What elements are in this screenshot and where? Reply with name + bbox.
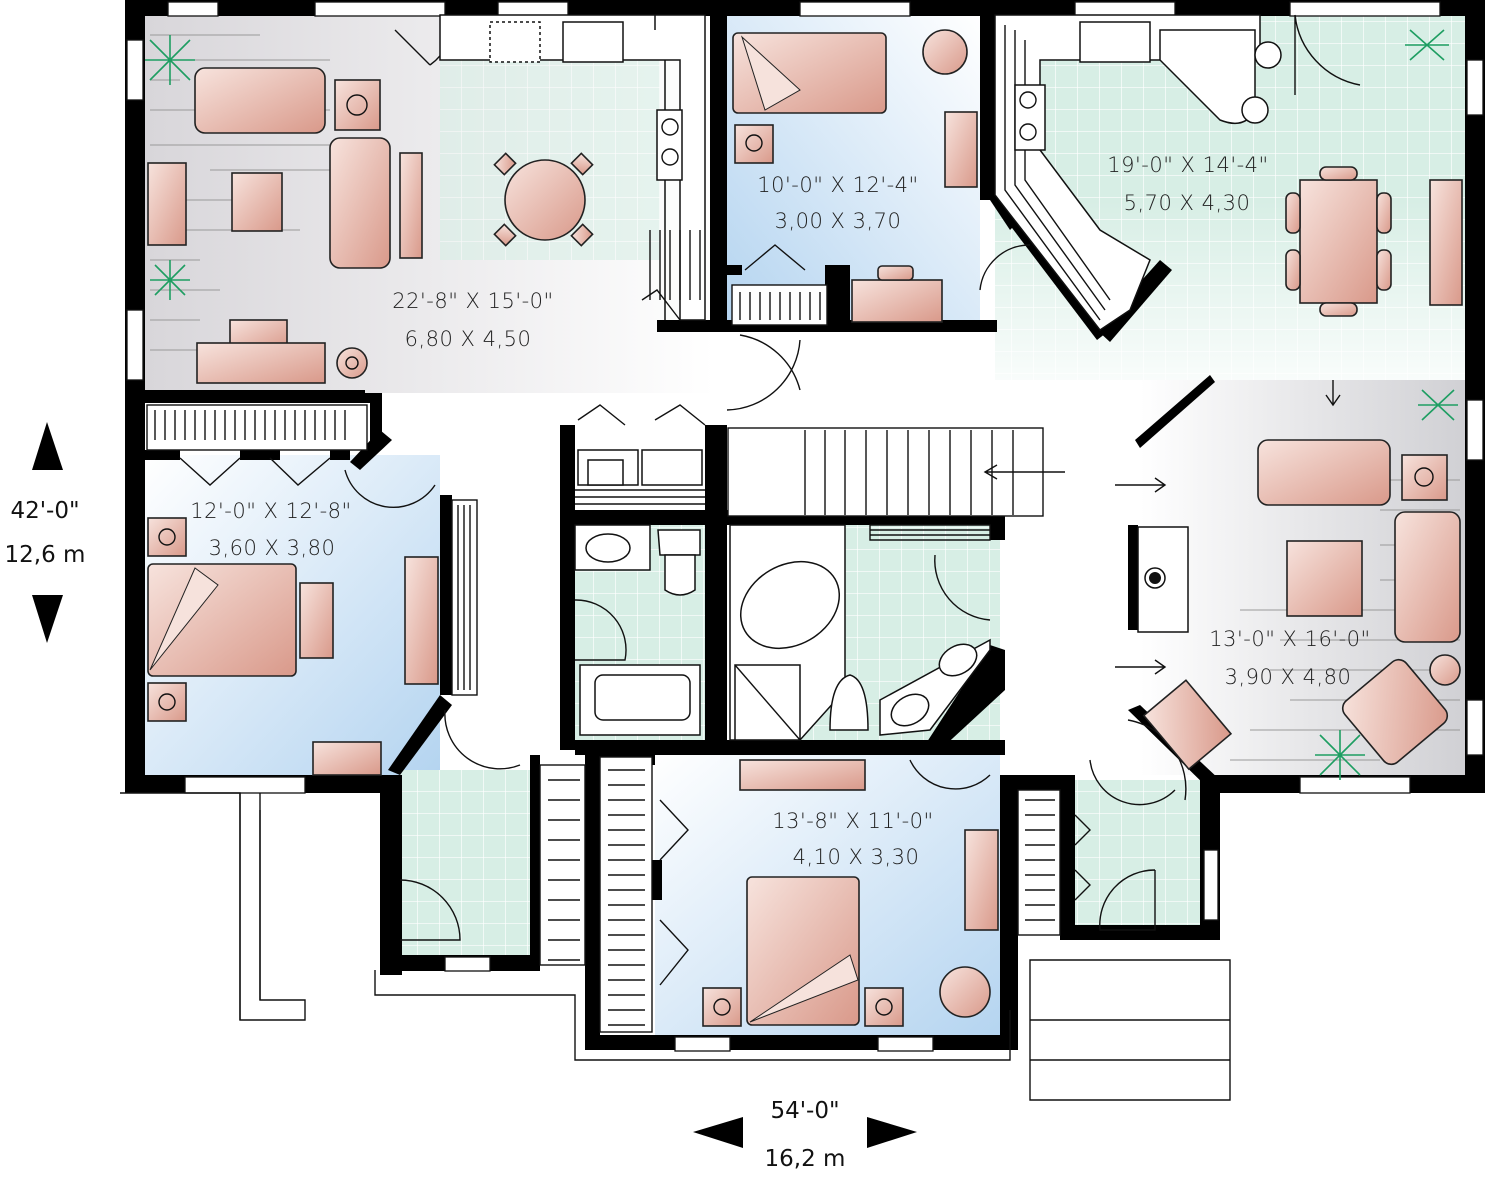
room-dimension-metric: 6,80 X 4,50: [405, 327, 532, 351]
arrow-up-icon: [32, 422, 63, 470]
arrow-down-icon: [32, 595, 63, 643]
room-dimension-imperial: 13'-8" X 11'-0": [772, 809, 933, 833]
arrow-left-icon: [693, 1117, 743, 1148]
closets: [146, 244, 1091, 1033]
porch-outlines: [120, 792, 1231, 1101]
laundry: [575, 404, 706, 505]
furniture: [147, 29, 1463, 1027]
door-swings: [344, 14, 1361, 941]
overall-width-dimension: 54'-0" 16,2 m: [693, 1098, 917, 1172]
room-dimension-imperial: 22'-8" X 15'-0": [392, 289, 553, 313]
height-metric: 12,6 m: [5, 542, 86, 568]
sofa: [194, 67, 326, 134]
room-dimension-metric: 3,60 X 3,80: [209, 536, 336, 560]
kitchen-counters-left: [439, 14, 706, 321]
room-dimension-imperial: 19'-0" X 14'-4": [1107, 153, 1268, 177]
width-metric: 16,2 m: [765, 1146, 846, 1172]
fireplace: [1137, 526, 1189, 633]
room-dimension-metric: 4,10 X 3,30: [793, 845, 920, 869]
height-imperial: 42'-0": [10, 498, 79, 524]
width-imperial: 54'-0": [770, 1098, 839, 1124]
room-dimension-metric: 3,00 X 3,70: [775, 209, 902, 233]
room-label-bedroom-bottom: 13'-8" X 11'-0" 4,10 X 3,30: [772, 809, 933, 869]
room-label-bedroom-top: 10'-0" X 12'-4" 3,00 X 3,70: [757, 173, 918, 233]
room-dimension-metric: 3,90 X 4,80: [1225, 665, 1352, 689]
plant-icons: [145, 29, 1458, 780]
circulation-arrows: [1115, 380, 1341, 675]
room-dimension-imperial: 10'-0" X 12'-4": [757, 173, 918, 197]
windows: [126, 1, 1484, 1052]
room-label-bedroom-left: 12'-0" X 12'-8" 3,60 X 3,80: [190, 499, 351, 560]
staircase: [727, 427, 1065, 517]
room-label-living-right: 13'-0" X 16'-0" 3,90 X 4,80: [1209, 627, 1370, 689]
arrow-right-icon: [867, 1117, 917, 1148]
room-label-living-kitchen: 22'-8" X 15'-0" 6,80 X 4,50: [392, 289, 553, 351]
room-dimension-metric: 5,70 X 4,30: [1124, 191, 1251, 215]
overall-height-dimension: 42'-0" 12,6 m: [5, 422, 86, 643]
room-label-kitchen-dining: 19'-0" X 14'-4" 5,70 X 4,30: [1107, 153, 1268, 215]
room-dimension-imperial: 13'-0" X 16'-0": [1209, 627, 1370, 651]
bathroom-fixtures: [574, 524, 991, 741]
kitchen-counters-right: [994, 14, 1282, 332]
room-dimension-imperial: 12'-0" X 12'-8": [190, 499, 351, 523]
